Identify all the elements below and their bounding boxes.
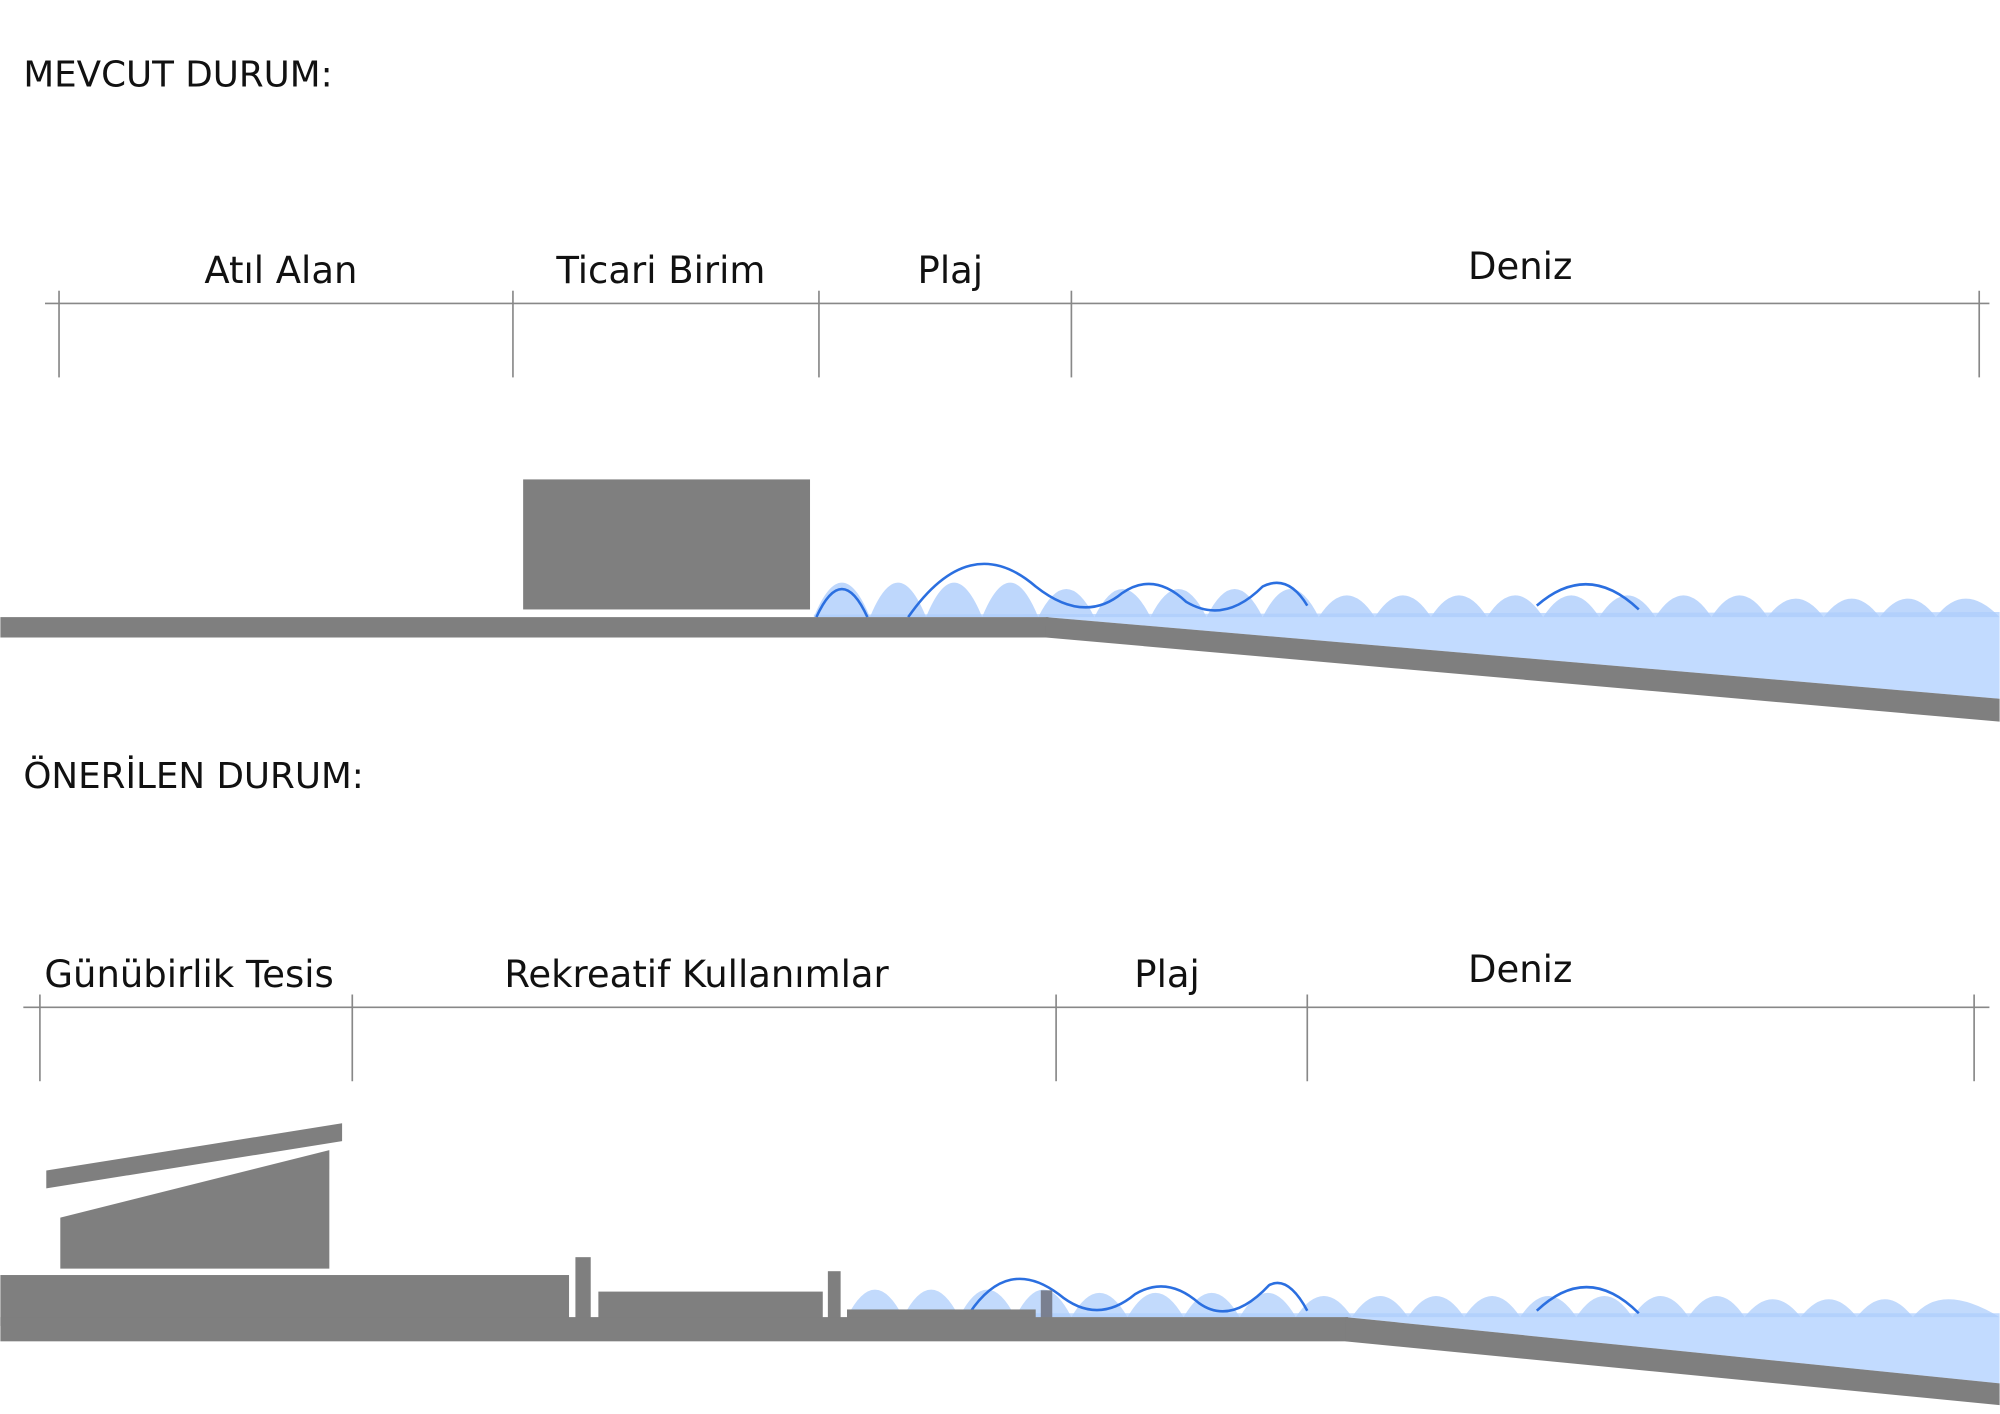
zone-label-plaj: Plaj [1134, 953, 1200, 996]
seabed-slope [1045, 617, 2000, 722]
zone-label-plaj: Plaj [918, 249, 984, 292]
commercial-building [523, 479, 811, 610]
post [827, 1271, 841, 1319]
zone-label-ticari-birim: Ticari Birim [555, 249, 765, 292]
waves [846, 1277, 2000, 1318]
dimension-line [45, 290, 1990, 378]
zone-label-gunubirlik-tesis: Günübirlik Tesis [44, 953, 333, 996]
proposed-section: ÖNERİLEN DURUM: Günübirlik Tesis Rekreat… [0, 755, 2000, 1406]
middle-terrace [598, 1291, 823, 1320]
day-use-facility [60, 1150, 330, 1269]
lower-terrace [846, 1309, 1036, 1320]
dimension-line [23, 994, 1990, 1082]
post [575, 1257, 591, 1319]
water [846, 1313, 2000, 1384]
facility-roof [46, 1123, 343, 1189]
post [1040, 1290, 1053, 1319]
water [813, 612, 2000, 699]
section-title: ÖNERİLEN DURUM: [23, 755, 363, 797]
zone-label-rekreatif-kullanimlar: Rekreatif Kullanımlar [504, 953, 889, 996]
zone-label-deniz: Deniz [1468, 245, 1572, 288]
seabed-slope [1345, 1317, 2000, 1406]
waves [813, 562, 2000, 618]
zone-label-atil-alan: Atıl Alan [204, 249, 357, 292]
ground-platform [0, 1317, 1349, 1342]
section-title: MEVCUT DURUM: [23, 55, 332, 96]
existing-section: MEVCUT DURUM: Atıl Alan Ticari Birim Pla… [0, 55, 2000, 722]
ground-platform [0, 617, 1049, 638]
zone-label-deniz: Deniz [1468, 948, 1572, 991]
